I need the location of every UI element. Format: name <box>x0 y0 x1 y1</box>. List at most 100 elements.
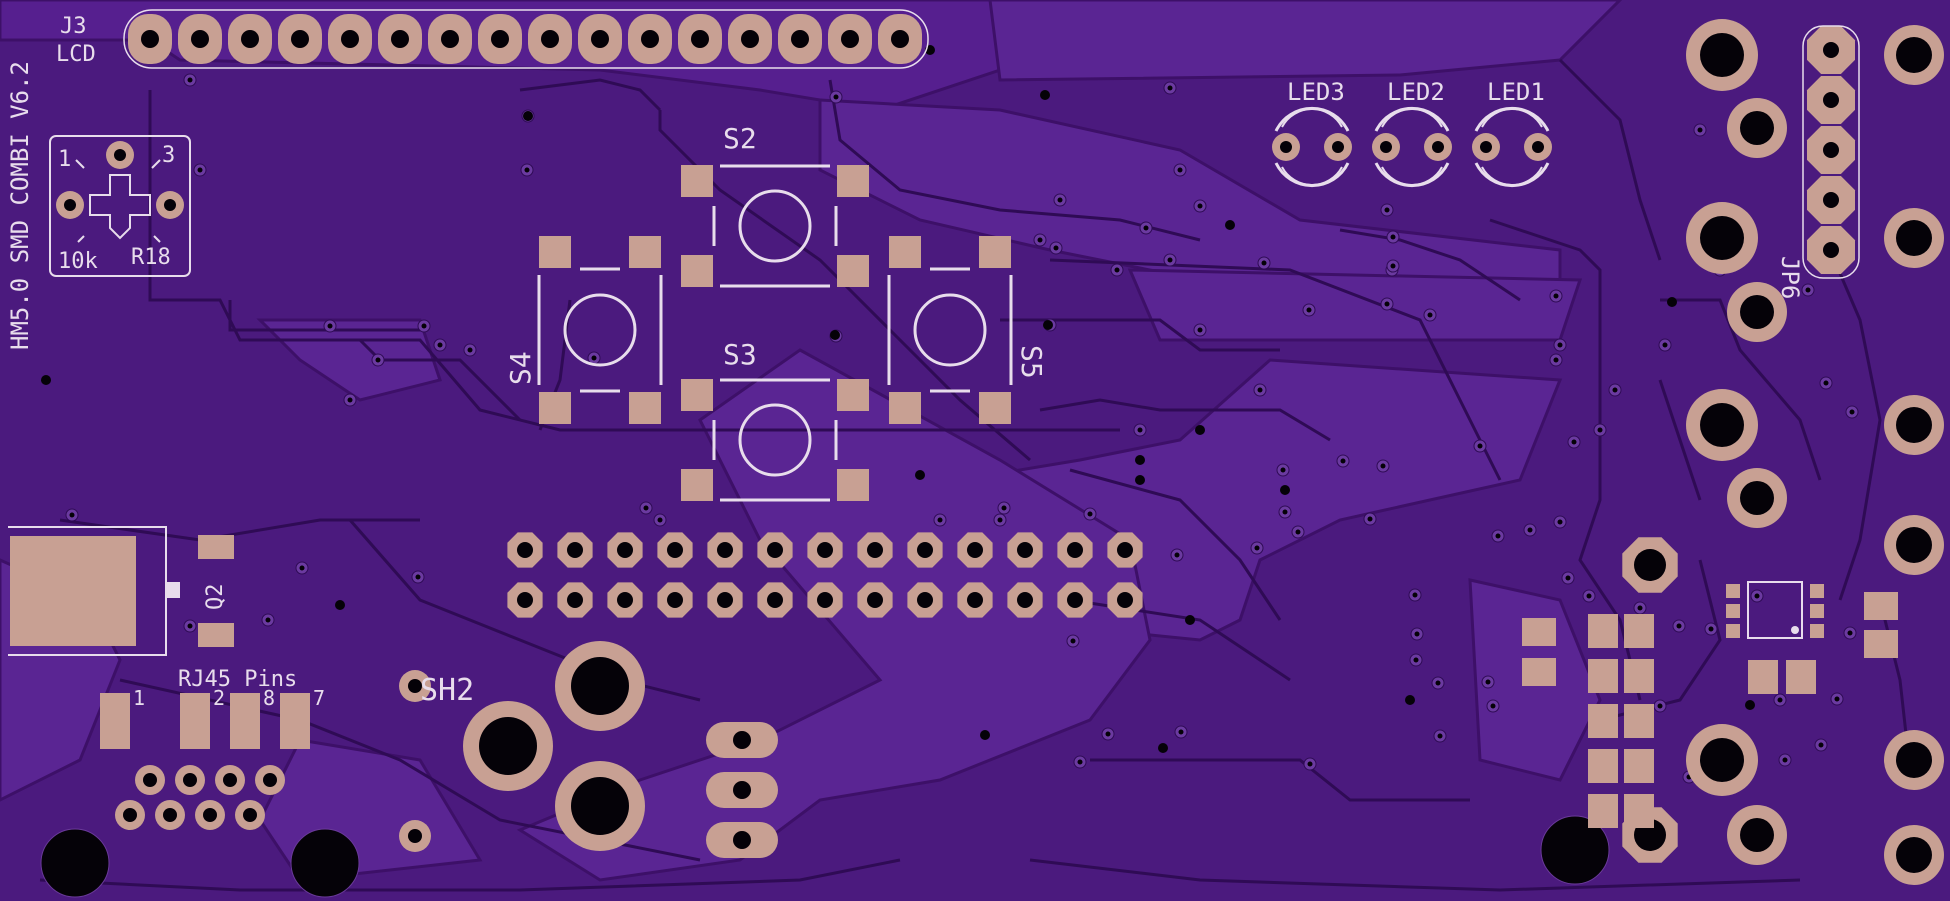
smd-pad <box>1588 749 1618 783</box>
via <box>1778 753 1792 767</box>
ic-chip <box>1726 581 1824 639</box>
large-pad <box>1884 208 1944 268</box>
rj45-pin <box>135 765 165 795</box>
oval-pad <box>706 772 778 808</box>
drill-dot <box>1225 220 1235 230</box>
header-pin <box>507 582 543 618</box>
via <box>1250 541 1264 555</box>
via <box>1750 589 1764 603</box>
via <box>1486 699 1500 713</box>
sh2-shield <box>399 641 645 852</box>
j3-pin <box>328 14 372 64</box>
via <box>1170 548 1184 562</box>
via <box>343 393 357 407</box>
jp6-pin <box>1807 26 1855 74</box>
drill-dot <box>1135 475 1145 485</box>
smd-pad <box>1864 592 1898 620</box>
via <box>1163 253 1177 267</box>
via <box>1704 622 1718 636</box>
via <box>1473 439 1487 453</box>
large-pad <box>1884 515 1944 575</box>
smd-pad <box>1624 749 1654 783</box>
header-pin <box>757 582 793 618</box>
via <box>1173 163 1187 177</box>
medium-pad <box>1727 468 1787 528</box>
r18-potentiometer <box>49 135 191 277</box>
via <box>997 501 1011 515</box>
via <box>261 613 275 627</box>
s5-label: S5 <box>1015 345 1048 379</box>
smd-pad <box>1588 659 1618 693</box>
rj45-pin <box>215 765 245 795</box>
rj45-pin <box>175 765 205 795</box>
drill-dot <box>1158 743 1168 753</box>
via <box>65 508 79 522</box>
led1-label: LED1 <box>1487 78 1545 106</box>
via <box>1553 338 1567 352</box>
via <box>1380 297 1394 311</box>
j3-pin <box>778 14 822 64</box>
via <box>371 353 385 367</box>
rj45-pin <box>255 765 285 795</box>
via <box>1302 303 1316 317</box>
via <box>1336 454 1350 468</box>
s2-label: S2 <box>723 122 757 155</box>
header-pin <box>1057 532 1093 568</box>
j3-pin <box>528 14 572 64</box>
smd-pad <box>1588 614 1618 648</box>
via <box>993 513 1007 527</box>
via <box>1693 123 1707 137</box>
via <box>1553 515 1567 529</box>
j3-pin <box>678 14 722 64</box>
sh2-label: SH2 <box>420 673 474 708</box>
header-pin <box>707 582 743 618</box>
via <box>295 561 309 575</box>
via <box>1386 259 1400 273</box>
j3-pin <box>228 14 272 64</box>
via <box>1386 230 1400 244</box>
switch-pad <box>681 469 713 501</box>
switch-pad <box>837 255 869 287</box>
jp6-pin <box>1807 76 1855 124</box>
j3-pin <box>178 14 222 64</box>
header-pin <box>907 582 943 618</box>
via <box>183 619 197 633</box>
via-group <box>41 45 1859 784</box>
via <box>1561 571 1575 585</box>
j3-pin <box>578 14 622 64</box>
header-pin <box>857 582 893 618</box>
via <box>183 73 197 87</box>
via <box>1433 729 1447 743</box>
q2-pad <box>198 623 234 647</box>
q2-label: Q2 <box>203 584 228 611</box>
via <box>1814 738 1828 752</box>
header-pin <box>1007 532 1043 568</box>
header-pin <box>957 582 993 618</box>
r18-pad <box>156 191 184 219</box>
via <box>1549 289 1563 303</box>
jp6-label: JP6 <box>1776 256 1804 299</box>
jp6-header <box>1802 25 1860 279</box>
q2-tab-pad <box>10 536 136 646</box>
via <box>1066 634 1080 648</box>
via <box>1278 505 1292 519</box>
j3-name-label: LCD <box>56 42 96 67</box>
via <box>1582 589 1596 603</box>
q2-pad <box>198 535 234 559</box>
rj45-pin <box>115 800 145 830</box>
large-pad <box>1884 825 1944 885</box>
r18-pin1-label: 1 <box>58 147 71 172</box>
header-pin <box>507 532 543 568</box>
via <box>1053 193 1067 207</box>
drill-dot <box>523 111 533 121</box>
header-pin <box>957 532 993 568</box>
drill-dot <box>1745 700 1755 710</box>
large-pad <box>1884 395 1944 455</box>
via <box>1819 376 1833 390</box>
tactile-switch-group <box>537 164 1013 502</box>
via <box>1133 423 1147 437</box>
large-pad <box>1884 730 1944 790</box>
smd-pad-array <box>1522 592 1898 828</box>
smd-pad <box>1624 794 1654 828</box>
via <box>411 570 425 584</box>
